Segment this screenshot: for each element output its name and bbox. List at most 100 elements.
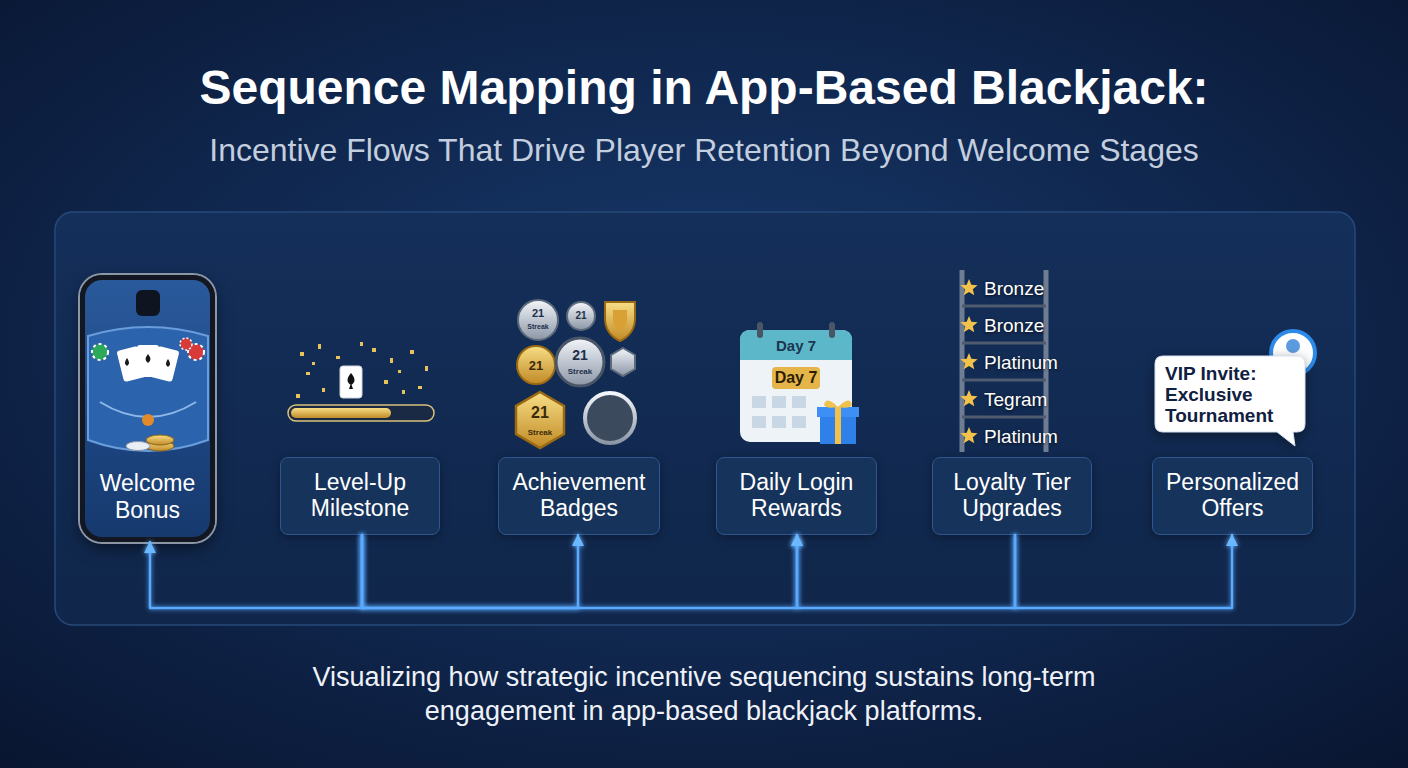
tier-name: Bronze [984,279,1044,298]
tier-star [960,353,977,369]
gift-lid [817,407,859,417]
progress-track [288,405,434,421]
calendar-header [740,330,852,360]
gold-badge [517,346,555,384]
tier-name: Bronze [984,316,1044,335]
avatar-body [1280,359,1306,368]
gift-box [820,414,856,444]
label-box: Daily Login Rewards [716,457,877,535]
flow-panel [55,212,1355,625]
flow-connector [362,535,797,608]
bubble-shape [1155,356,1305,446]
bet-marker [142,414,154,426]
node-text: Loyalty Tier Upgrades [939,470,1085,522]
tier-name: Platinum [984,353,1058,372]
card-shoe [136,290,160,316]
roller-badge [585,393,635,443]
card-pips [125,354,170,367]
poker-chip [180,338,192,350]
ace-card [340,366,362,398]
streak-hex-badge [516,392,564,448]
diagram-caption: Visualizing how strategic incentive sequ… [254,660,1154,728]
calendar-grid [752,396,806,428]
badge-text: Streak [527,323,548,330]
shield-badge [605,302,635,341]
stage-column: Daily Login Rewards [714,270,879,535]
subtitle: Incentive Flows That Drive Player Retent… [209,134,1199,166]
tier-star [960,390,977,406]
label-box: Personalized Offers [1152,457,1313,535]
badge-text: 21 [532,308,544,319]
chip-stack [146,441,174,451]
badge-text: Streak [568,368,592,376]
badge-text: Streak [528,429,552,437]
ladder-rail [960,270,965,452]
label-box: Loyalty Tier Upgrades [932,457,1092,535]
flow-connector [1094,404,1150,407]
streak-badge [556,338,604,386]
tier-star [960,279,977,295]
node-text: Welcome Bonus [85,470,210,523]
calendar-text: Day 7 [776,338,816,353]
hex-badge [611,348,635,376]
streak-badge [518,300,558,340]
poker-chip [188,344,204,360]
offer-bubble: VIP Invite: Exclusive Tournament [1155,356,1305,446]
node-text: Achievement Badges [505,470,653,522]
progress-fill [291,408,391,418]
gift-ribbon [835,407,841,444]
ladder-rail [1044,270,1049,452]
shield-inner [613,310,627,332]
playing-card [137,345,159,377]
flow-connector [362,535,578,608]
table-arc [100,402,196,417]
stage-column: Level-Up Milestone [278,270,442,535]
badge-text: 21 [572,348,588,362]
phone-stage: Welcome Bonus [80,275,215,542]
calendar-ring [757,322,763,338]
confetti [296,342,428,398]
calendar-text: Day 7 [775,370,818,386]
tier-star [960,316,977,332]
flow-connector [879,404,930,407]
node-text: Personalized Offers [1159,470,1306,522]
spade-pip [348,373,355,389]
chip-stack [146,435,174,445]
flow-connector [215,404,278,407]
playing-card [150,346,179,382]
bubble-text: VIP Invite: Exclusive Tournament [1165,364,1293,427]
node-text: Level-Up Milestone [287,470,433,522]
phone-label: Welcome Bonus [85,470,210,523]
day-highlight [772,367,820,389]
streak-badge [567,302,595,330]
badge-text: 21 [529,359,543,372]
flow-connector [442,404,496,407]
playing-card [116,346,145,382]
flow-connector [662,404,714,407]
flow-connector [150,535,362,608]
stage-column: Achievement Badges [496,270,662,535]
blackjack-table [88,327,208,451]
gift-bow [824,400,852,407]
node-text: VIP Invite: Exclusive Tournament [1165,364,1293,427]
avatar-icon [1271,331,1315,375]
flow-connector [797,535,1015,608]
poker-chip [92,344,108,360]
diagram-title: Sequence Mapping in App-Based Blackjack: [0,60,1408,116]
chip-stack [126,442,150,451]
badge-text: 21 [531,405,549,421]
badge-text: 21 [575,311,586,321]
ladder-rung [962,306,1046,417]
stage-column: Loyalty Tier Upgrades [930,270,1094,535]
tier-name: Platinum [984,427,1058,446]
calendar [740,330,852,442]
flow-connector [1015,535,1232,608]
node-text: Daily Login Rewards [723,470,870,522]
calendar-ring [829,322,835,338]
tier-star [960,427,977,443]
label-box: Achievement Badges [498,457,660,535]
tier-name: Tegram [984,390,1047,409]
